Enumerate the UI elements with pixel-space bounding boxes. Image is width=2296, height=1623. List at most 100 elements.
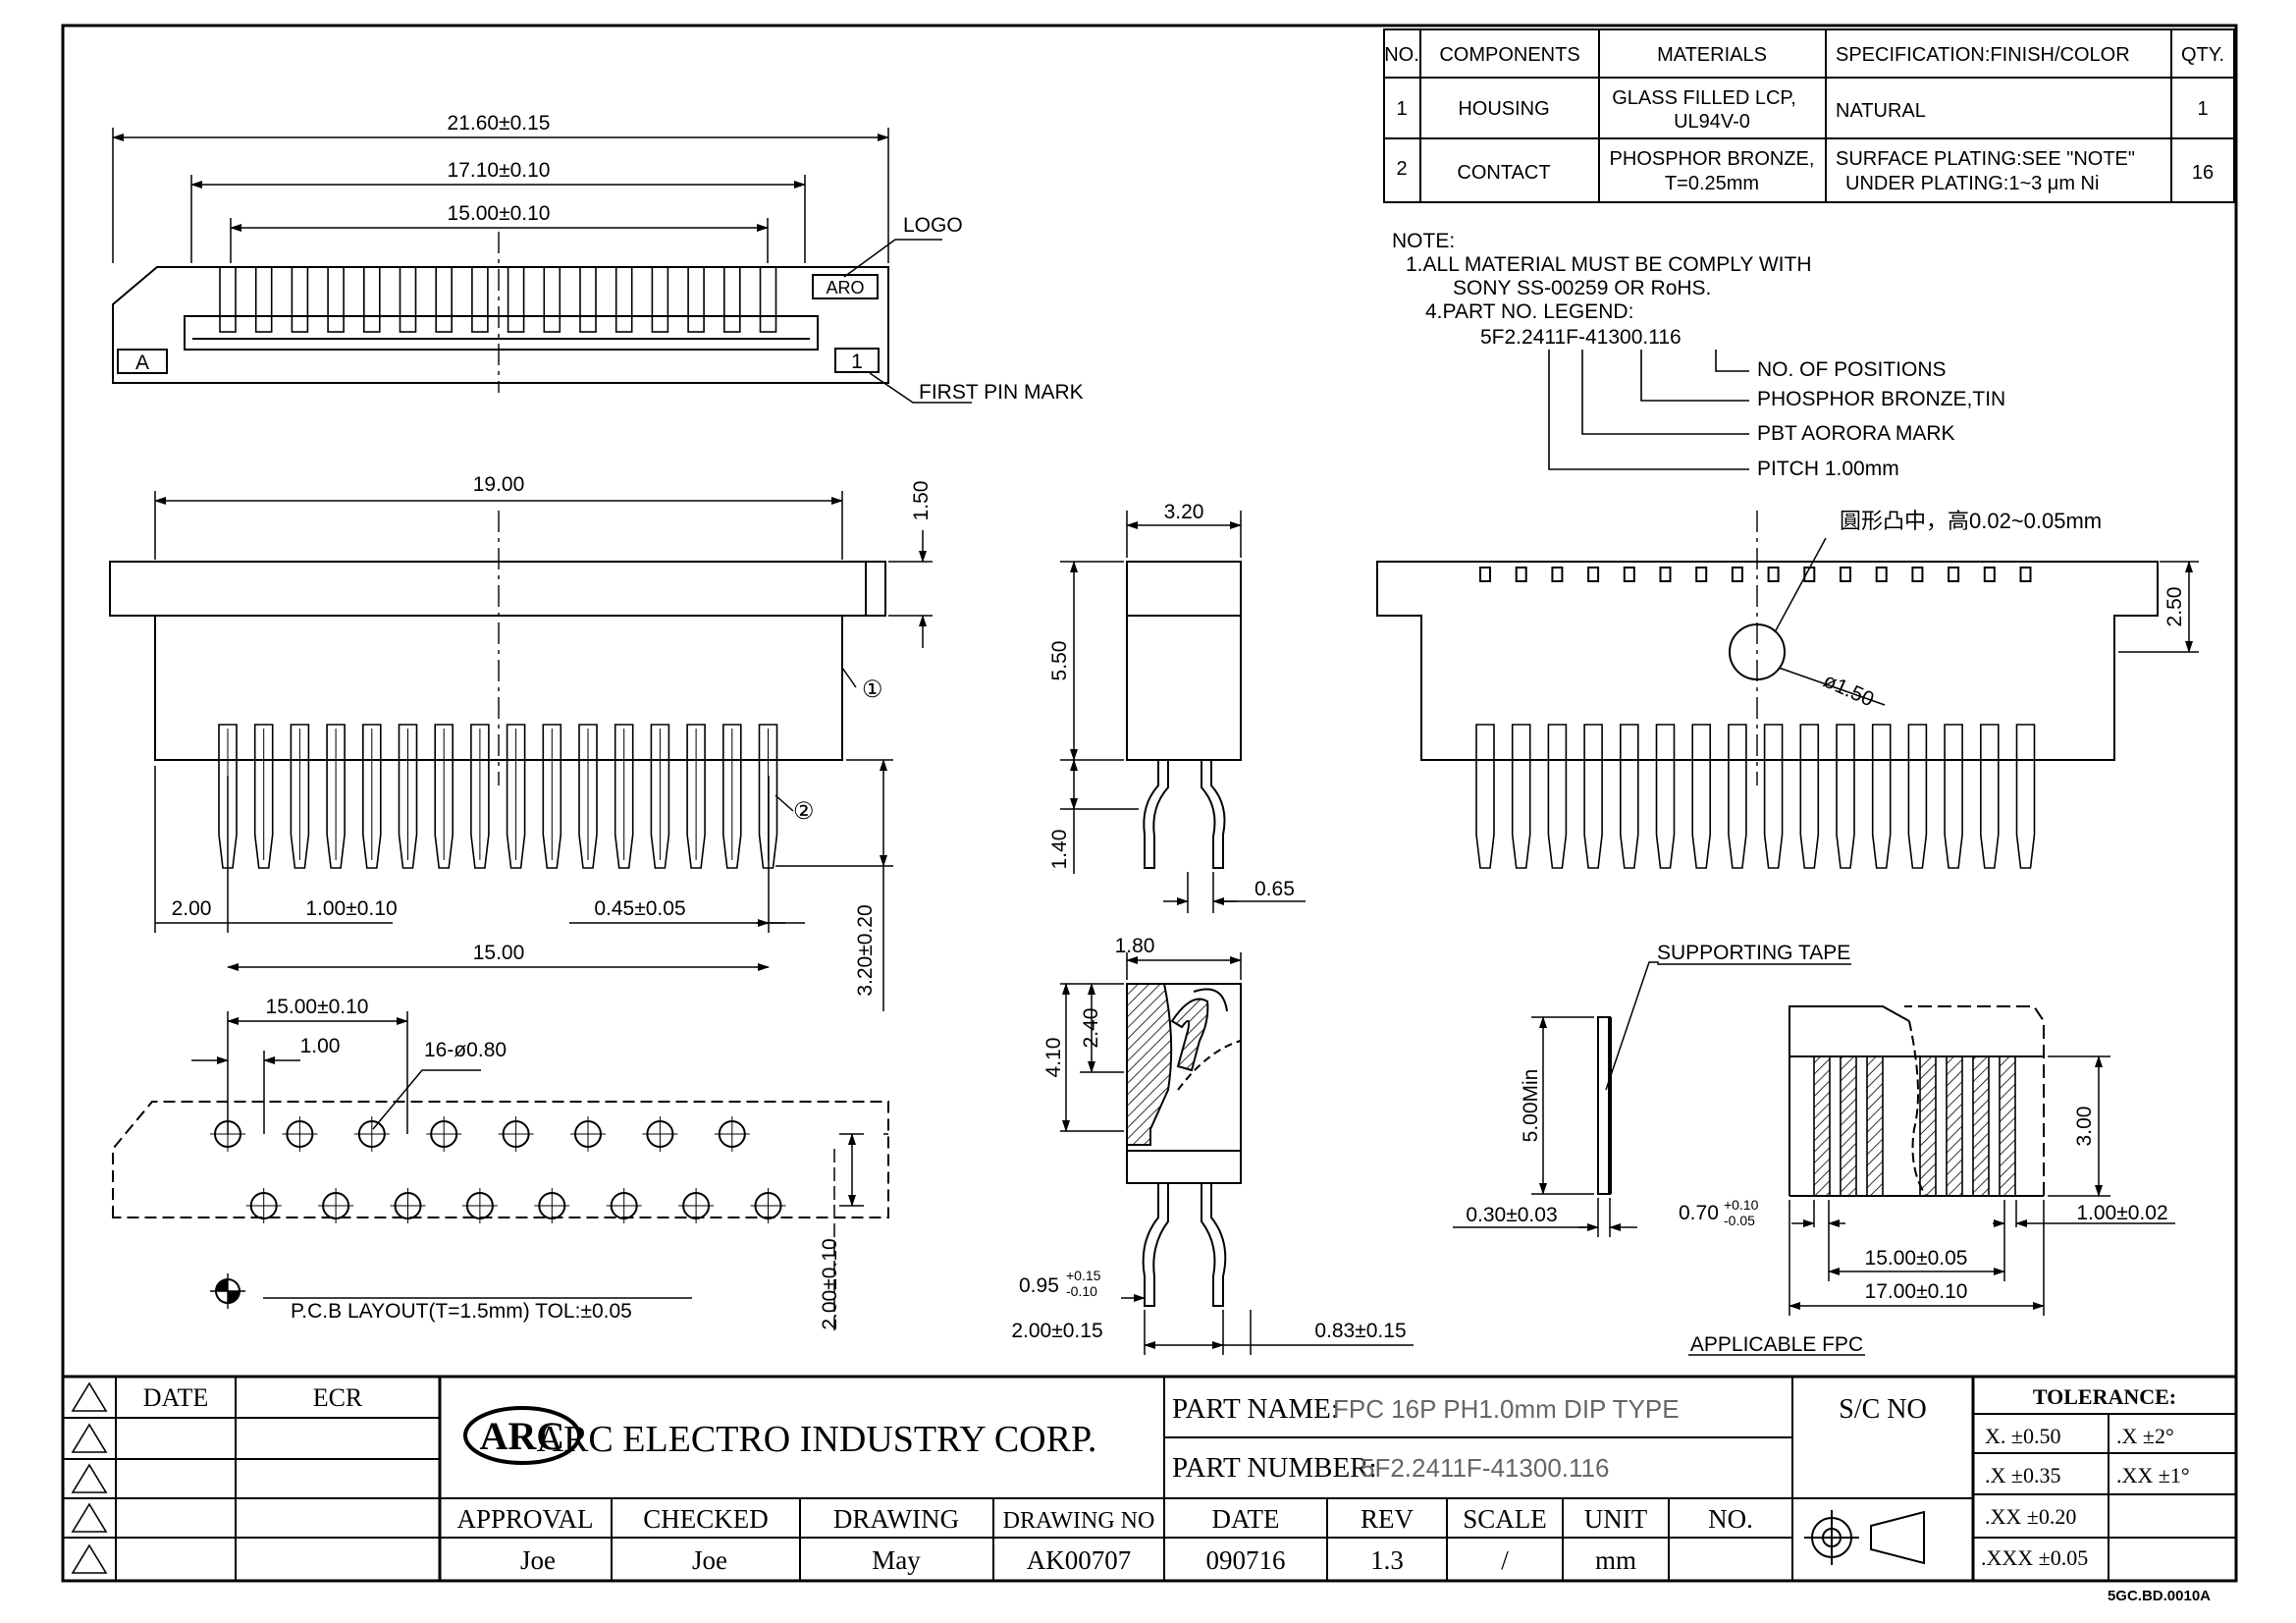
mark-a: A <box>135 352 149 374</box>
value-drawing-no: AK00707 <box>1027 1545 1132 1575</box>
bom-header-materials: MATERIALS <box>1657 44 1767 66</box>
front-pin <box>686 724 706 869</box>
pcb-dim-span: 15.00±0.10 <box>266 996 369 1018</box>
top-pin <box>291 266 309 333</box>
value-date: 090716 <box>1206 1545 1286 1575</box>
sheet-border <box>61 24 2238 1583</box>
top-pin <box>435 266 454 333</box>
rear-slot <box>1875 567 1888 582</box>
label-drawing: DRAWING <box>833 1504 959 1534</box>
bom-row-1-spec: NATURAL <box>1836 100 1926 122</box>
top-pin <box>543 266 561 333</box>
front-pin <box>650 724 670 869</box>
pcb-datum-mark <box>210 1273 245 1309</box>
rear-view-dims <box>1774 537 2199 706</box>
rear-slot <box>1623 567 1635 582</box>
top-pin <box>219 266 237 333</box>
top-pin <box>651 266 669 333</box>
tolerance-2-left: .X ±0.35 <box>1985 1463 2060 1488</box>
section-dim-offset: 0.83±0.15 <box>1314 1320 1406 1342</box>
label-approval: APPROVAL <box>456 1504 593 1534</box>
top-view-dims <box>112 128 972 404</box>
bom-row-2-no: 2 <box>1396 158 1407 180</box>
tolerance-title: TOLERANCE: <box>2033 1384 2176 1409</box>
fpc-dim-pitch: 1.00±0.02 <box>2076 1202 2167 1224</box>
rear-pin <box>1511 724 1531 869</box>
rear-slot <box>1911 567 1924 582</box>
value-rev: 1.3 <box>1370 1545 1404 1575</box>
company-logo: ARC <box>463 1406 581 1465</box>
front-pin <box>614 724 634 869</box>
note-line-1: 1.ALL MATERIAL MUST BE COMPLY WITH <box>1406 253 1811 276</box>
top-pin <box>722 266 741 333</box>
part-number-value: 5F2.2411F-41300.116 <box>1361 1453 1609 1483</box>
rear-pin <box>1763 724 1784 869</box>
rear-slot <box>1551 567 1564 582</box>
rev-header-date: DATE <box>143 1383 208 1412</box>
fpc-dim-min: 5.00Min <box>1520 1069 1542 1143</box>
front-view-dims <box>154 491 933 1011</box>
bom-header-no: NO. <box>1384 44 1419 66</box>
label-checked: CHECKED <box>643 1504 769 1534</box>
tolerance-1-right: .X ±2° <box>2116 1424 2174 1448</box>
part-number-label: PART NUMBER: <box>1172 1452 1377 1484</box>
bom-header-components: COMPONENTS <box>1439 44 1579 66</box>
note-legend-material: PHOSPHOR BRONZE,TIN <box>1757 388 2005 410</box>
bom-row-1-material-2: UL94V-0 <box>1674 111 1750 133</box>
section-dim-row: 2.00±0.15 <box>1011 1320 1102 1342</box>
section-dim-top: 1.80 <box>1115 935 1155 957</box>
top-pin-row <box>219 266 777 333</box>
bom-row-1-no: 1 <box>1396 98 1407 120</box>
top-pin <box>614 266 633 333</box>
tolerance-3-left: .XX ±0.20 <box>1985 1504 2076 1529</box>
top-pin <box>327 266 345 333</box>
rear-slot <box>1840 567 1851 582</box>
label-scale: SCALE <box>1463 1504 1547 1534</box>
top-view <box>112 232 889 393</box>
section-dim-pin: 0.95 <box>1019 1274 1059 1297</box>
fpc-lead <box>1840 1055 1857 1197</box>
pcb-dims <box>191 1011 888 1335</box>
rear-pin <box>1475 724 1495 869</box>
front-pin <box>578 724 598 869</box>
front-dim-height: 3.20±0.20 <box>854 904 877 996</box>
front-pin <box>326 724 346 869</box>
fpc-lead <box>1813 1055 1831 1197</box>
fpc-dim-height: 3.00 <box>2073 1107 2096 1147</box>
rear-slot <box>1767 567 1780 582</box>
note-heading: NOTE: <box>1392 230 1455 252</box>
logo-label: LOGO <box>903 214 963 237</box>
top-pin <box>759 266 777 333</box>
projection-symbol <box>1804 1510 1925 1565</box>
front-pin <box>470 724 490 869</box>
rear-slot <box>1731 567 1743 582</box>
top-dim-mid: 17.10±0.10 <box>448 159 551 182</box>
bom-row-1-component: HOUSING <box>1458 98 1549 120</box>
rear-pin <box>1583 724 1603 869</box>
top-pin <box>399 266 417 333</box>
title-block <box>61 1375 2238 1583</box>
fpc-front-dims <box>1789 1055 2175 1316</box>
note-line-2: SONY SS-00259 OR RoHS. <box>1453 277 1711 299</box>
front-dim-flange: 1.50 <box>910 481 933 521</box>
rear-slot <box>1948 567 1960 582</box>
section-dims <box>1060 952 1414 1355</box>
section-dim-pin-tol-plus: +0.15 <box>1066 1268 1101 1283</box>
rear-slot-row <box>1479 567 2032 582</box>
front-pin <box>434 724 454 869</box>
rev-header-ecr: ECR <box>313 1383 363 1412</box>
top-dim-inner: 15.00±0.10 <box>448 202 551 225</box>
rear-pin <box>1836 724 1855 869</box>
first-pin-label: FIRST PIN MARK <box>919 381 1084 404</box>
tolerance-2-right: .XX ±1° <box>2116 1463 2190 1488</box>
fpc-dim-total: 17.00±0.10 <box>1865 1280 1968 1303</box>
bom-header-qty: QTY. <box>2181 44 2224 66</box>
pcb-hole-label: 16-ø0.80 <box>424 1039 507 1061</box>
pcb-outline <box>112 1101 889 1218</box>
rear-pin <box>1799 724 1820 869</box>
front-dim-edge: 2.00 <box>172 897 212 920</box>
rear-pin <box>1655 724 1676 869</box>
top-dim-overall: 21.60±0.15 <box>448 112 551 135</box>
rear-dim-height: 2.50 <box>2163 587 2186 627</box>
rear-pin <box>1620 724 1639 869</box>
